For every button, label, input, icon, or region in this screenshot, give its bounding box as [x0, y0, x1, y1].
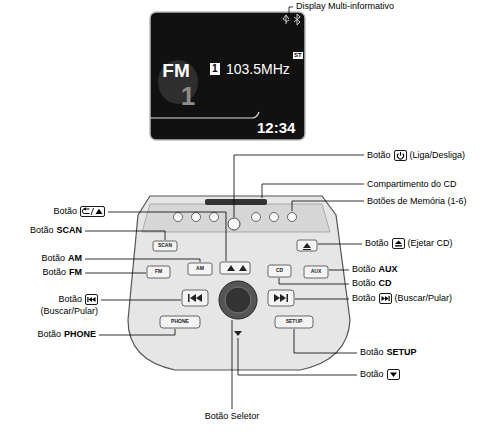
button-name: AM: [68, 253, 82, 263]
button-name: SCAN: [56, 225, 82, 235]
callout-text: Botão Seletor: [205, 411, 260, 421]
leader-line: [289, 7, 293, 15]
display-text: 1: [210, 63, 220, 75]
preset-buttons: [174, 213, 297, 222]
button-icon: [379, 293, 392, 304]
button-text: SETUP: [286, 319, 303, 325]
callout-text: Botão: [41, 253, 65, 263]
panel-body: [128, 196, 350, 370]
callout-text: Display Multi-informativo: [296, 1, 394, 11]
button-icon: [85, 294, 98, 305]
button-text: AUX: [311, 269, 322, 275]
display-bar: [150, 112, 259, 118]
callout-text: Botão: [42, 267, 66, 277]
callout-label: BotãoAUX: [352, 264, 398, 274]
status-icons: [283, 14, 300, 25]
callout-label: Compartimento do CD: [367, 179, 457, 189]
button-text: SETUP: [286, 319, 303, 325]
callout-text: Botão: [365, 238, 389, 248]
callout-label: BotãoSCAN: [30, 225, 82, 235]
power-button: [228, 218, 240, 230]
display-text: 12:34: [257, 119, 295, 136]
display-text: FM: [162, 60, 189, 82]
button-name: AUX: [379, 264, 398, 274]
callout-text: Botão: [352, 264, 376, 274]
callout-text: Botão: [360, 347, 384, 357]
callout-text: Botão: [367, 150, 391, 160]
callout-label: Botão: [58, 294, 98, 305]
callout-text: Botão: [53, 206, 77, 216]
leader-line: [85, 155, 364, 409]
callout-label: BotãoPHONE: [37, 329, 96, 339]
callout-label: BotãoAM: [41, 253, 82, 263]
callout-label: BotãoSETUP: [360, 347, 417, 357]
panel-top: [142, 204, 330, 232]
button-text: SCAN: [158, 243, 172, 249]
button-text: AM: [196, 266, 204, 272]
callout-label: (Buscar/Pular): [40, 306, 98, 316]
cd-slot: [205, 199, 267, 205]
callout-text: (Buscar/Pular): [40, 306, 98, 316]
callout-label: Botão: [360, 369, 400, 380]
button-text: CD: [276, 268, 283, 274]
callout-text: Compartimento do CD: [367, 179, 457, 189]
display-text: 1: [210, 63, 220, 75]
button-text: FM: [155, 269, 162, 275]
callout-label: Botão (Ejetar CD): [365, 238, 453, 249]
button-text: PHONE: [171, 319, 189, 325]
button-icon: [387, 369, 400, 380]
button-text: AM: [196, 266, 204, 272]
selector-knob: [219, 281, 257, 319]
callout-label: BotãoFM: [42, 267, 82, 277]
button-symbols: [188, 243, 311, 336]
button-icon: [80, 206, 105, 217]
button-icon: [392, 238, 405, 249]
display-text: 12:34: [257, 119, 295, 136]
button-name: SETUP: [387, 347, 417, 357]
callout-text: (Buscar/Pular): [395, 293, 453, 303]
button-name: FM: [69, 267, 82, 277]
button-text: SCAN: [158, 243, 172, 249]
button-name: CD: [379, 278, 392, 288]
callout-label: BotãoCD: [352, 278, 392, 288]
display-text: 1: [181, 82, 195, 112]
callout-text: Botão: [37, 329, 61, 339]
button-text: CD: [276, 268, 283, 274]
callout-text: Botões de Memória (1-6): [367, 196, 467, 206]
callout-text: Botão: [58, 294, 82, 304]
display-screen: [150, 12, 305, 140]
display-text: 103.5MHz: [226, 61, 290, 77]
callout-text: (Liga/Desliga): [410, 150, 466, 160]
button-icon: [394, 150, 407, 161]
callout-text: Botão: [352, 278, 376, 288]
callout-label: Botão Seletor: [205, 411, 260, 421]
display-text: ST: [293, 52, 303, 59]
callout-text: Botão: [352, 293, 376, 303]
callout-text: Botão: [30, 225, 54, 235]
button-text: PHONE: [171, 319, 189, 325]
callout-text: Botão: [360, 369, 384, 379]
callout-label: Botão (Liga/Desliga): [367, 150, 465, 161]
display-text: 103.5MHz: [226, 61, 290, 77]
callout-label: Botões de Memória (1-6): [367, 196, 467, 206]
callout-text: (Ejetar CD): [408, 238, 453, 248]
button-text: AUX: [311, 269, 322, 275]
callout-label: Botão (Buscar/Pular): [352, 293, 452, 304]
display-text: 1: [181, 82, 195, 112]
button-name: PHONE: [64, 329, 96, 339]
display-text: ST: [293, 52, 303, 59]
display-text: FM: [162, 60, 189, 82]
callout-label: Display Multi-informativo: [296, 1, 394, 11]
button-text: FM: [155, 269, 162, 275]
callout-label: Botão: [53, 206, 105, 217]
selector-knob: [225, 287, 251, 313]
